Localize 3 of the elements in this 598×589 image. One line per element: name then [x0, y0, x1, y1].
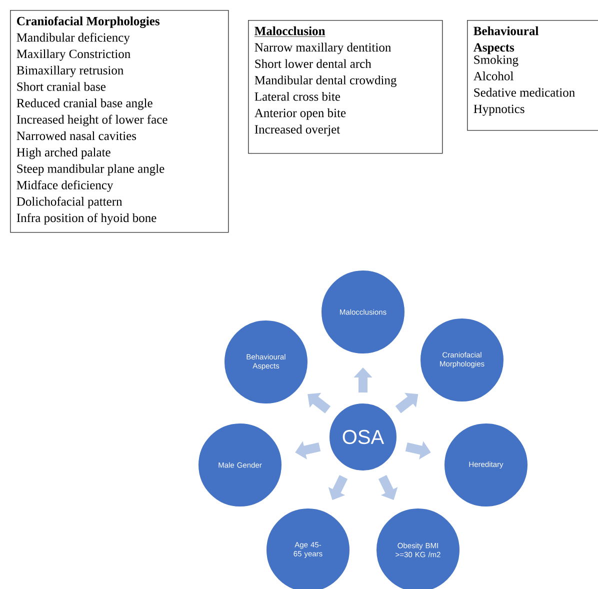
list-box: Malocclusion Narrow maxillary dentition Short lower dental arch Mandibular dental crowding Lateral cross bite Anterior open bite Increased overjet	[248, 20, 443, 154]
list-box: Behavioural Aspects Smoking Alcohol Sedative medication Hypnotics	[467, 20, 598, 131]
list-box: Craniofacial Morphologies Mandibular deficiency Maxillary Constriction Bimaxillary retrusion Short cranial base Reduced cranial base angle Increased height of lower face Narrowed nasal cavities High arched palate Steep mandibular plane angle Midface deficiency Dolichofacial pattern Infra position of hyoid bone	[10, 10, 229, 233]
